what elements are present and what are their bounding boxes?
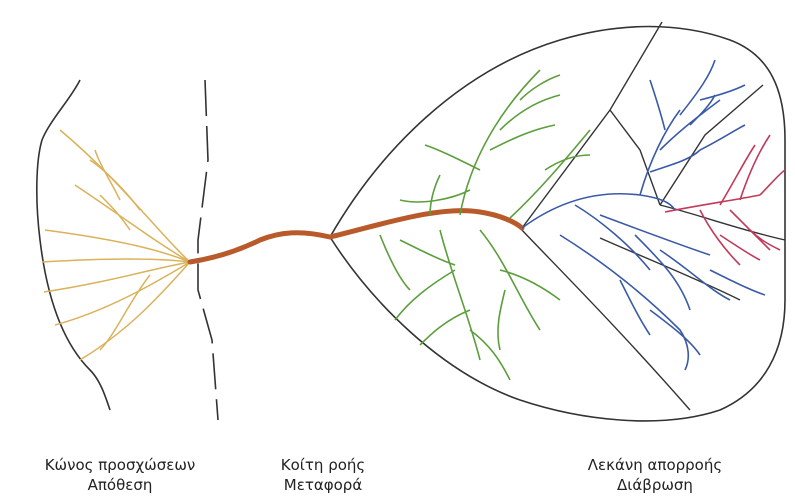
- basin-process: Διάβρωση: [545, 475, 765, 495]
- basin-caption: Λεκάνη απορροής Διάβρωση: [545, 455, 765, 495]
- basin-title: Λεκάνη απορροής: [545, 455, 765, 475]
- basin-boundary: [330, 27, 785, 421]
- channel-title: Κοίτη ροής: [243, 455, 403, 475]
- fan-caption: Κώνος προσχώσεων Απόθεση: [20, 455, 220, 495]
- fan-title: Κώνος προσχώσεων: [20, 455, 220, 475]
- fan-process: Απόθεση: [20, 475, 220, 495]
- dashed-divider: [198, 80, 218, 420]
- channel-caption: Κοίτη ροής Μεταφορά: [243, 455, 403, 495]
- main-channel: [190, 211, 522, 262]
- sub-basin-divides: [520, 22, 785, 410]
- fan-boundary: [37, 80, 110, 410]
- blue-tributaries: [522, 60, 765, 370]
- fan-streams: [42, 130, 190, 360]
- channel-process: Μεταφορά: [243, 475, 403, 495]
- drainage-system-diagram: [0, 0, 795, 430]
